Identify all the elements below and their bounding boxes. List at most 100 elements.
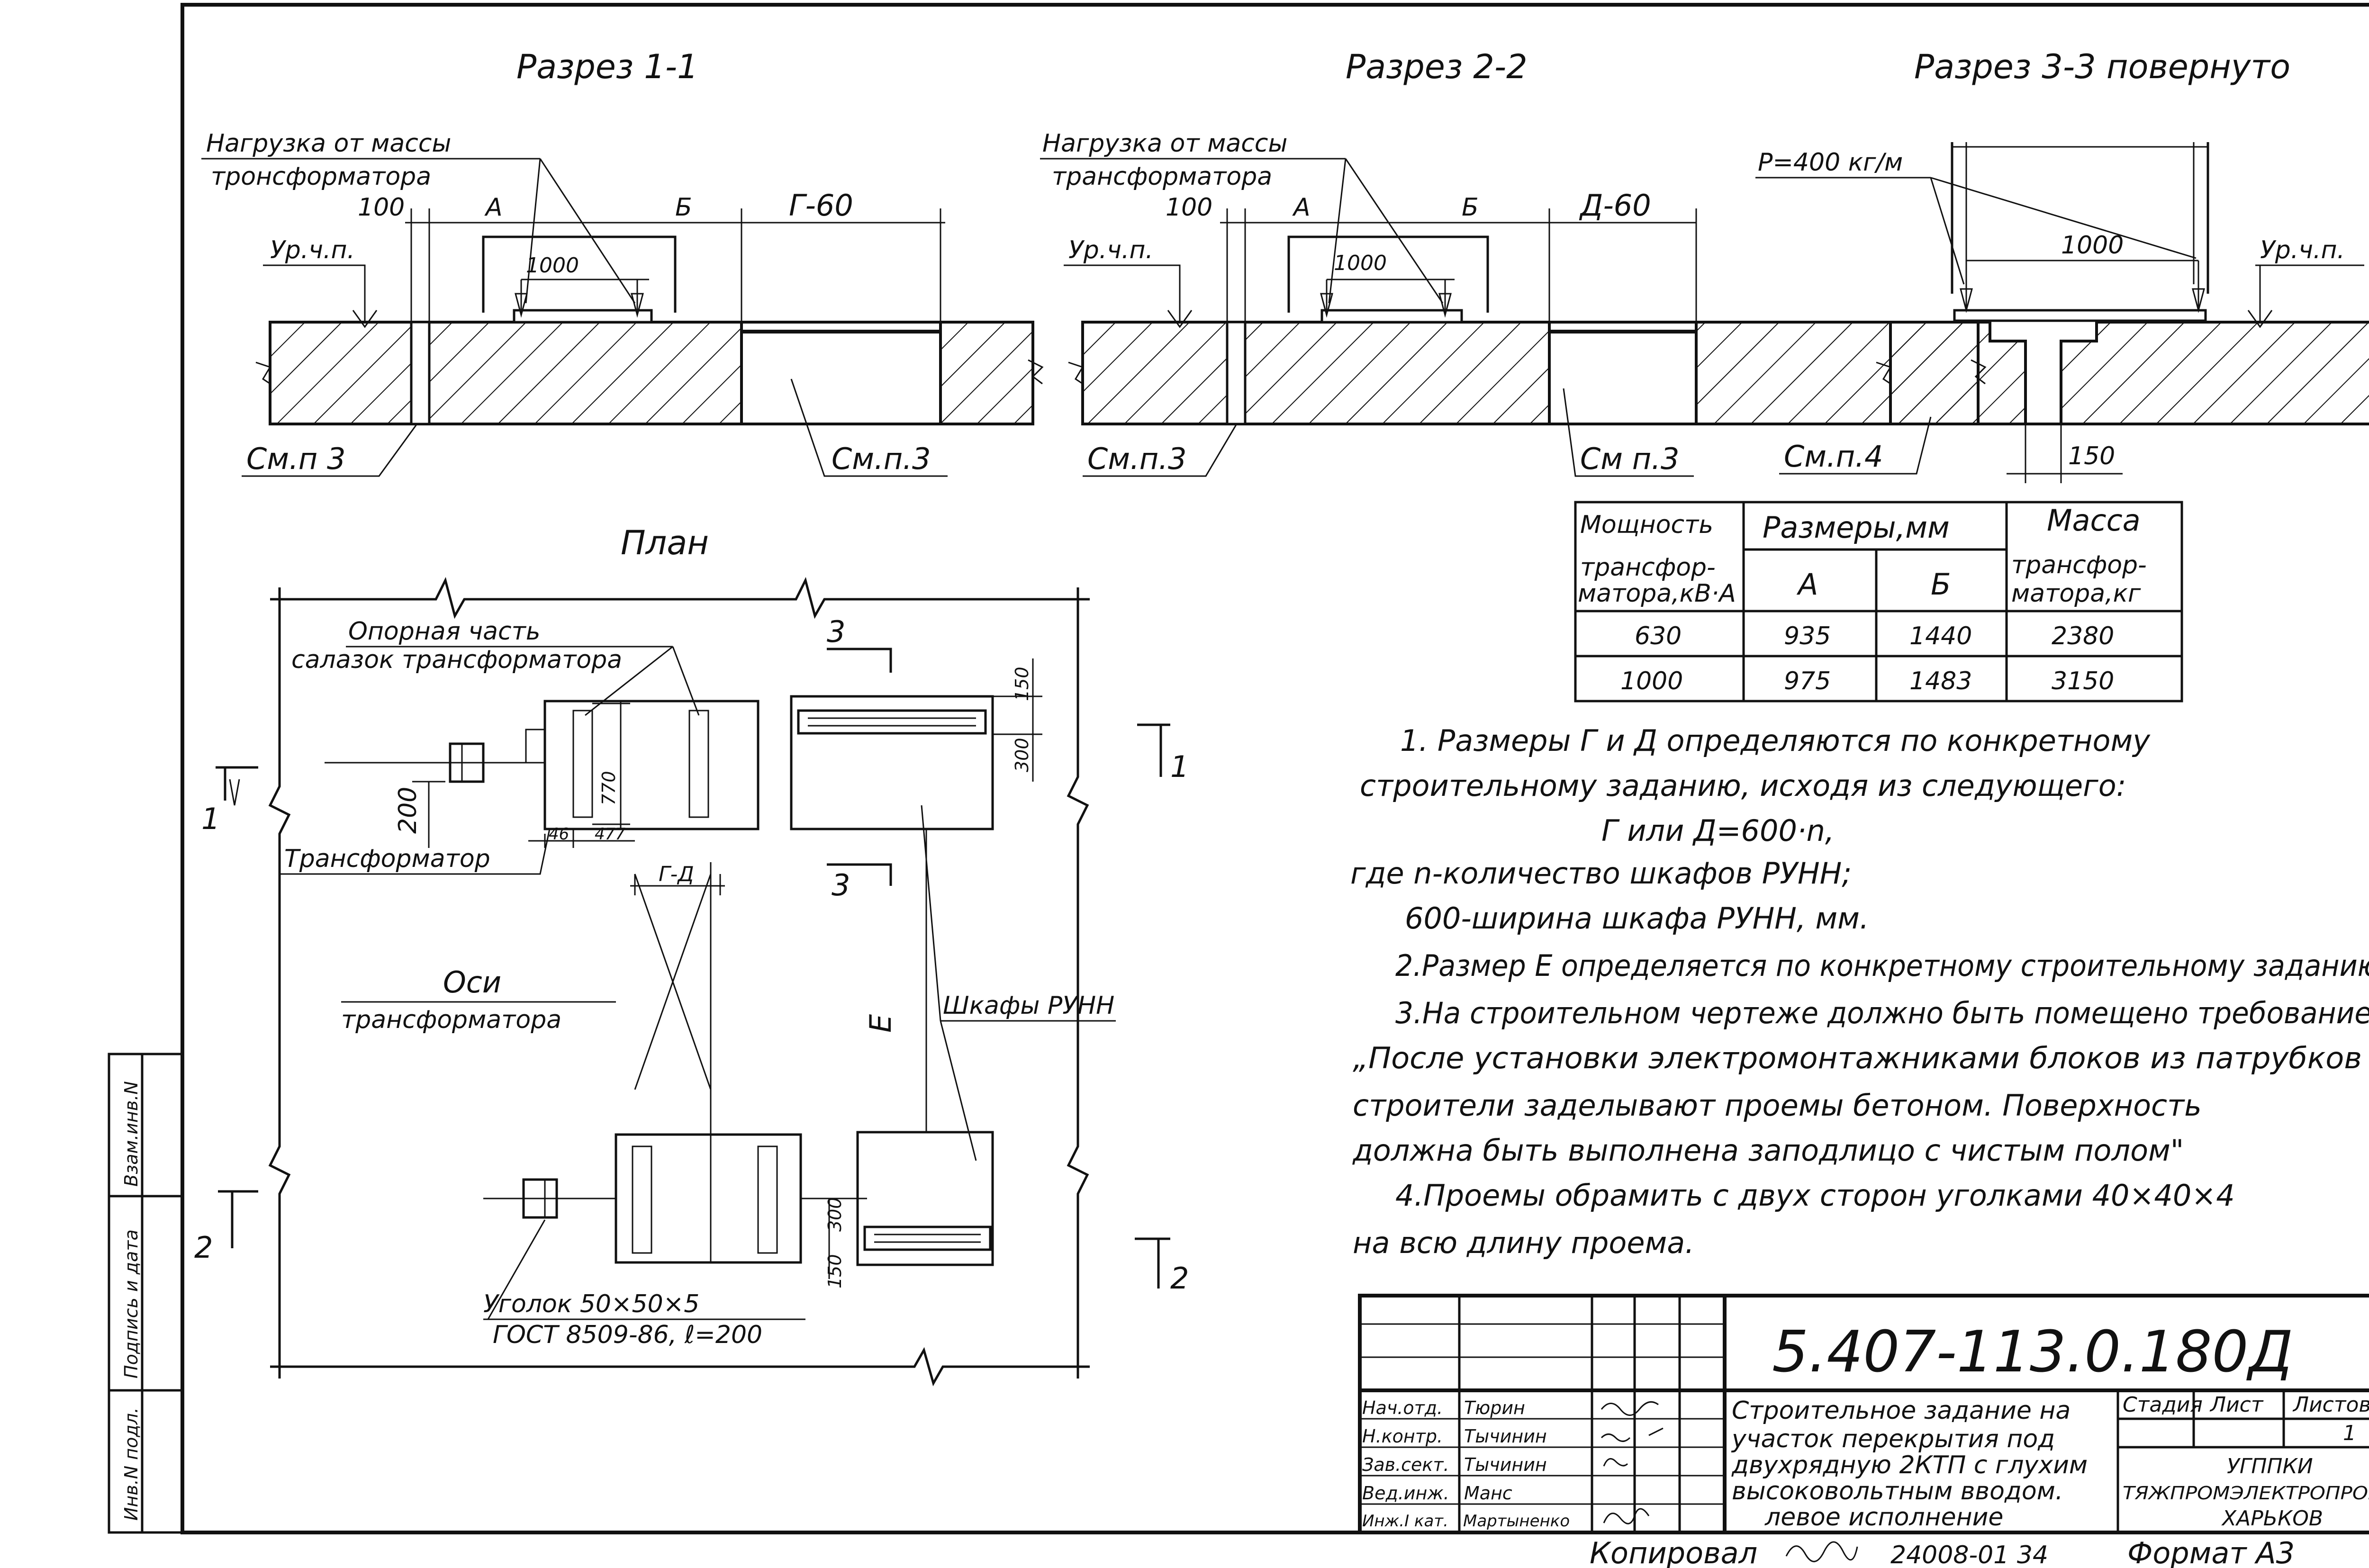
plan-cut-3-top: 3 xyxy=(827,614,845,649)
note-line-9: строители заделывают проемы бетоном. Пов… xyxy=(1353,1088,2202,1123)
person-name-4: Манс xyxy=(1464,1483,1512,1504)
s2-dim-100: 100 xyxy=(1166,193,1212,222)
plan-dim-477: 477 xyxy=(595,825,625,844)
s1-load-label-1: Нагрузка от массы xyxy=(206,129,452,158)
table-r2-a: 975 xyxy=(1784,667,1831,695)
person-name-3: Тычинин xyxy=(1464,1454,1547,1475)
plan-dim-150-top: 150 xyxy=(1012,667,1032,701)
s1-dim-1000: 1000 xyxy=(526,253,579,278)
s3-dim-150: 150 xyxy=(2068,442,2115,470)
section-1-title: Разрез 1-1 xyxy=(516,47,698,86)
person-role-5: Инж.I кат. xyxy=(1362,1512,1448,1531)
title-desc-5: левое исполнение xyxy=(1764,1503,2003,1532)
note-line-8: „После установки электромонтажниками бло… xyxy=(1353,1041,2362,1075)
stamp-inv-podl: Инв.N подл. xyxy=(121,1407,142,1521)
plan-support-1: Опорная часть xyxy=(348,617,541,646)
note-line-3: Г или Д=600·n, xyxy=(1601,813,1835,848)
s1-dim-b: Б xyxy=(675,193,692,222)
note-line-12: на всю длину проема. xyxy=(1353,1226,1694,1260)
title-desc-4: высоковольтным вводом. xyxy=(1732,1477,2063,1505)
table-r1-mass: 2380 xyxy=(2052,622,2114,650)
table-h-mass-1: Масса xyxy=(2047,503,2141,538)
s3-dim-1000: 1000 xyxy=(2061,231,2124,260)
table-h-mass-2: трансфор- xyxy=(2011,551,2147,579)
section-2-2: Разрез 2-2 100 А Б Д-60 1000 Нагрузка от… xyxy=(1040,47,1987,477)
title-desc-1: Строительное задание на xyxy=(1732,1397,2071,1425)
note-line-7: 3.На строительном чертеже должно быть по… xyxy=(1395,996,2369,1030)
side-stamp: Инв.N подл. Подпись и дата Взам.инв.N xyxy=(121,1081,142,1521)
table-h-power-1: Мощность xyxy=(1580,511,1713,539)
section-2-title: Разрез 2-2 xyxy=(1346,47,1528,86)
s1-dim-g: Г-60 xyxy=(789,188,853,223)
s1-level: Ур.ч.п. xyxy=(270,236,355,264)
s2-ref-right: См п.3 xyxy=(1580,442,1679,476)
table-r2-mass: 3150 xyxy=(2052,667,2114,695)
sheet-frame xyxy=(108,3,2369,1534)
section-1-1: Разрез 1-1 100 А Б Г-60 1000 Нагрузка от… xyxy=(201,47,1044,477)
title-sheet-h: Лист xyxy=(2209,1393,2264,1417)
copied-signature xyxy=(1785,1541,1858,1562)
s2-dim-1000: 1000 xyxy=(1334,251,1387,275)
table-r1-b: 1440 xyxy=(1909,622,1972,650)
table-r1-power: 630 xyxy=(1635,622,1682,650)
table-r2-power: 1000 xyxy=(1620,667,1683,695)
title-org-1: УГППКИ xyxy=(2227,1454,2313,1478)
footer-copied: Копировал xyxy=(1590,1536,1757,1568)
title-sheets-val: 1 xyxy=(2343,1421,2356,1445)
note-line-2: строительному заданию, исходя из следующ… xyxy=(1360,768,2126,803)
title-stage-h: Стадия xyxy=(2123,1393,2203,1417)
title-org-3: ХАРЬКОВ xyxy=(2221,1506,2323,1531)
notes: 1. Размеры Г и Д определяются по конкрет… xyxy=(1350,723,2369,1260)
note-line-6: 2.Размер Е определяется по конкретному с… xyxy=(1395,948,2369,983)
plan-dim-300-bottom: 300 xyxy=(824,1197,845,1232)
s2-load-label-1: Нагрузка от массы xyxy=(1042,129,1288,158)
title-block: 5.407-113.0.180Д Строительное задание на… xyxy=(1358,1294,2369,1534)
plan-cabinets-label: Шкафы РУНН xyxy=(943,991,1114,1020)
section-3-title: Разрез 3-3 повернуто xyxy=(1914,47,2290,86)
person-role-1: Нач.отд. xyxy=(1362,1397,1443,1418)
table-r1-a: 935 xyxy=(1784,622,1831,650)
plan-axes-1: Оси xyxy=(443,965,501,1000)
person-role-2: Н.контр. xyxy=(1362,1426,1443,1447)
s2-ref-left: См.п.3 xyxy=(1087,442,1186,476)
s3-ref: См.п.4 xyxy=(1784,439,1883,474)
s1-ref-right: См.п.3 xyxy=(832,442,931,476)
table-r2-b: 1483 xyxy=(1909,667,1972,695)
person-role-4: Вед.инж. xyxy=(1362,1483,1449,1504)
table-h-a: А xyxy=(1796,567,1818,602)
plan-angle-2: ГОСТ 8509-86, ℓ=200 xyxy=(493,1321,762,1349)
title-sheets-h: Листов xyxy=(2292,1393,2369,1417)
footer-format: Формат А3 xyxy=(2127,1536,2295,1568)
plan-dim-150-bottom: 150 xyxy=(824,1254,845,1289)
plan-cut-2-left: 2 xyxy=(194,1230,213,1265)
person-name-5: Мартыненко xyxy=(1463,1512,1570,1531)
s3-level: Ур.ч.п. xyxy=(2260,236,2345,264)
s1-dim-100: 100 xyxy=(358,193,405,222)
plan-cut-2-right: 2 xyxy=(1170,1261,1189,1296)
plan-axes-2: трансформатора xyxy=(341,1006,561,1034)
s1-dim-a: А xyxy=(484,193,503,222)
dimensions-table: Мощность трансфор- матора,кВ·А Размеры,м… xyxy=(1574,501,2183,703)
title-desc-2: участок перекрытия под xyxy=(1731,1425,2055,1453)
plan-cut-1-right: 1 xyxy=(1170,749,1189,784)
footer-number: 24008-01 34 xyxy=(1890,1541,2048,1568)
s1-ref-left: См.п 3 xyxy=(246,442,345,476)
table-h-sizes: Размеры,мм xyxy=(1763,510,1950,545)
table-h-power-3: матора,кВ·А xyxy=(1578,579,1736,608)
person-role-3: Зав.сект. xyxy=(1362,1454,1449,1475)
note-line-10: должна быть выполнена заподлицо с чистым… xyxy=(1352,1133,2184,1168)
stamp-replace-inv: Взам.инв.N xyxy=(121,1081,142,1187)
plan-view: План 770 200 46 477 Трансформатор Опорна… xyxy=(194,523,1189,1387)
signature-marks xyxy=(1600,1401,1664,1524)
title-code: 5.407-113.0.180Д xyxy=(1772,1319,2293,1385)
plan-cut-1-left: 1 xyxy=(201,802,220,836)
s1-load-label-2: тронсформатора xyxy=(211,162,431,191)
note-line-4: где n-количество шкафов РУНН; xyxy=(1350,856,1852,891)
person-name-2: Тычинин xyxy=(1464,1426,1547,1447)
title-org-2: ТЯЖПРОМЭЛЕКТРОПРОЕКТ xyxy=(2123,1483,2369,1504)
note-line-1: 1. Размеры Г и Д определяются по конкрет… xyxy=(1400,723,2151,758)
plan-support-2: салазок трансформатора xyxy=(291,646,622,674)
plan-dim-300-top: 300 xyxy=(1012,738,1032,772)
footer: Копировал 24008-01 34 Формат А3 xyxy=(1590,1536,2295,1568)
s2-level: Ур.ч.п. xyxy=(1068,236,1153,264)
